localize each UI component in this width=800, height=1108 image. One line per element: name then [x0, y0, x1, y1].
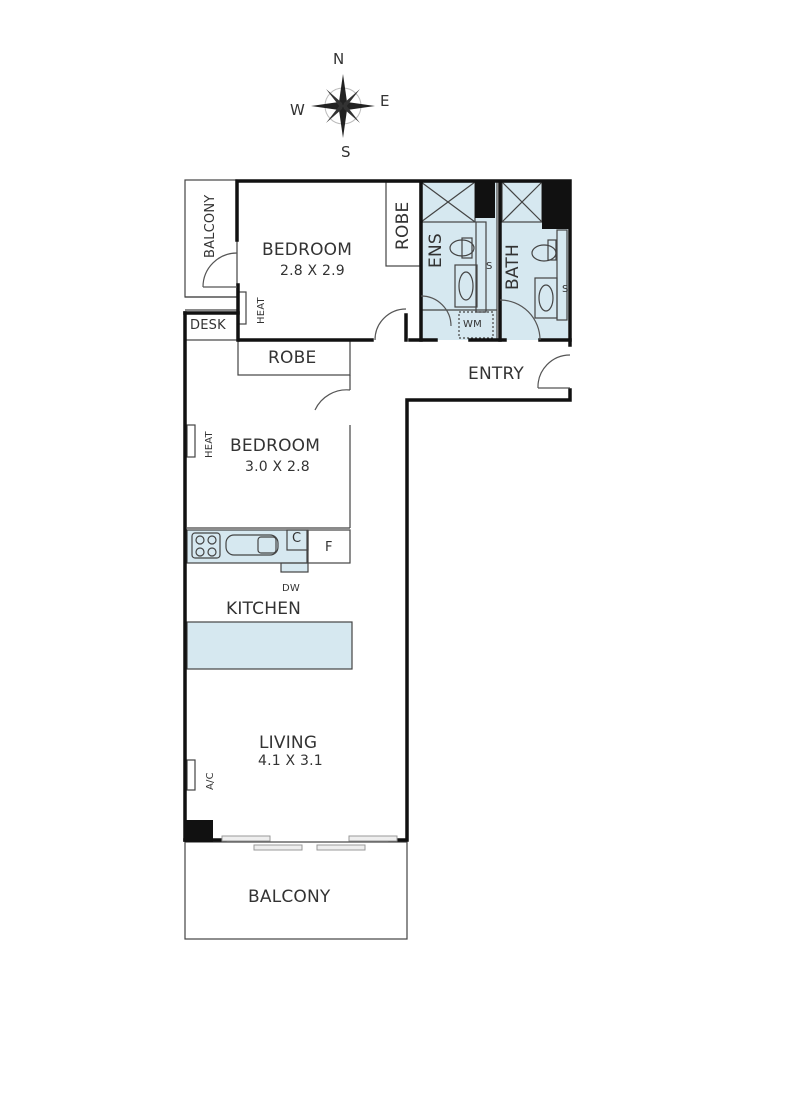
kitchen-label: KITCHEN — [226, 599, 302, 619]
bath-label: BATH — [503, 244, 523, 290]
bedroom-1-dimensions: 2.8 X 2.9 — [280, 263, 345, 279]
compass-east-label: E — [380, 92, 390, 110]
robe-2-label: ROBE — [268, 348, 317, 368]
bath-shower-label: S — [562, 284, 569, 295]
compass-north-label: N — [333, 50, 345, 68]
ac-label: A/C — [205, 772, 216, 790]
living-dimensions: 4.1 X 3.1 — [258, 753, 323, 769]
dishwasher-label: DW — [282, 583, 300, 594]
heat-2-label: HEAT — [204, 431, 215, 458]
balcony-bottom-label: BALCONY — [248, 887, 331, 907]
living-label: LIVING — [259, 733, 318, 753]
sliding-doors — [221, 835, 398, 851]
ensuite-shower-label: S — [486, 261, 493, 272]
compass-west-label: W — [290, 101, 305, 119]
cupboard-label: C — [292, 531, 302, 546]
heat-1-label: HEAT — [256, 297, 267, 324]
doors — [202, 252, 571, 411]
bedroom-2-label: BEDROOM — [230, 436, 321, 456]
compass-south-label: S — [341, 143, 351, 161]
columns — [185, 181, 570, 842]
robe-1-label: ROBE — [393, 201, 413, 250]
desk-label: DESK — [190, 318, 226, 333]
fridge-label: F — [325, 540, 333, 555]
balcony-top-label: BALCONY — [203, 194, 218, 258]
compass-rose-icon — [311, 74, 375, 138]
washing-machine-label: WM — [463, 319, 482, 330]
bedroom-2-dimensions: 3.0 X 2.8 — [245, 459, 310, 475]
entry-label: ENTRY — [468, 364, 524, 384]
bedroom-1-label: BEDROOM — [262, 240, 353, 260]
walls — [183, 179, 572, 842]
ensuite-label: ENS — [426, 233, 446, 268]
